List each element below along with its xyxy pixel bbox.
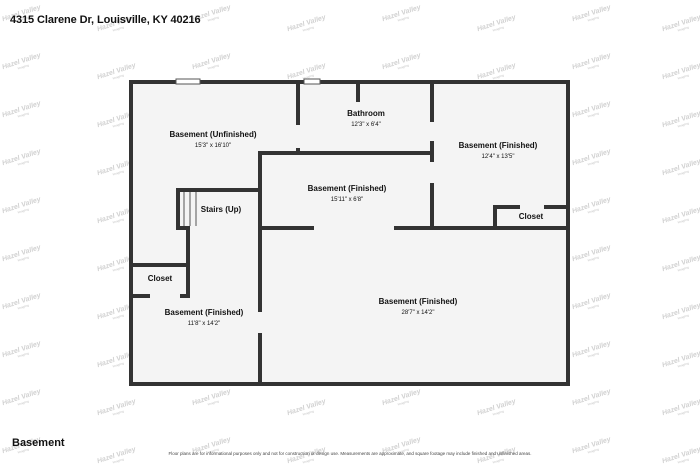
window-top-bathroom xyxy=(303,78,321,85)
disclaimer: Floor plans are for informational purpos… xyxy=(168,451,532,456)
room-dims: 12'3" x 6'4" xyxy=(351,122,381,128)
stair-treads xyxy=(183,192,197,226)
window-top-left xyxy=(175,78,201,85)
room-name: Basement (Finished) xyxy=(165,308,244,317)
room-name: Basement (Unfinished) xyxy=(169,130,256,139)
floor-label: Basement xyxy=(12,437,65,449)
room-name: Basement (Finished) xyxy=(459,141,538,150)
room-name: Closet xyxy=(519,212,544,221)
outer-wall xyxy=(129,80,570,386)
room-name: Stairs (Up) xyxy=(201,205,242,214)
floor-area xyxy=(131,82,568,384)
room-name: Closet xyxy=(148,274,173,283)
windows xyxy=(175,78,321,85)
room-dims: 11'8" x 14'2" xyxy=(188,321,220,327)
room-name: Bathroom xyxy=(347,109,385,118)
room-name: Basement (Finished) xyxy=(308,184,387,193)
room-dims: 12'4" x 13'5" xyxy=(482,154,515,160)
room-dims: 15'3" x 16'10" xyxy=(195,143,231,149)
room-dims: 15'11" x 6'8" xyxy=(331,197,363,203)
room-name: Basement (Finished) xyxy=(379,297,458,306)
room-dims: 28'7" x 14'2" xyxy=(402,310,435,316)
property-address: 4315 Clarene Dr, Louisville, KY 40216 xyxy=(10,14,201,26)
walls xyxy=(129,80,570,386)
